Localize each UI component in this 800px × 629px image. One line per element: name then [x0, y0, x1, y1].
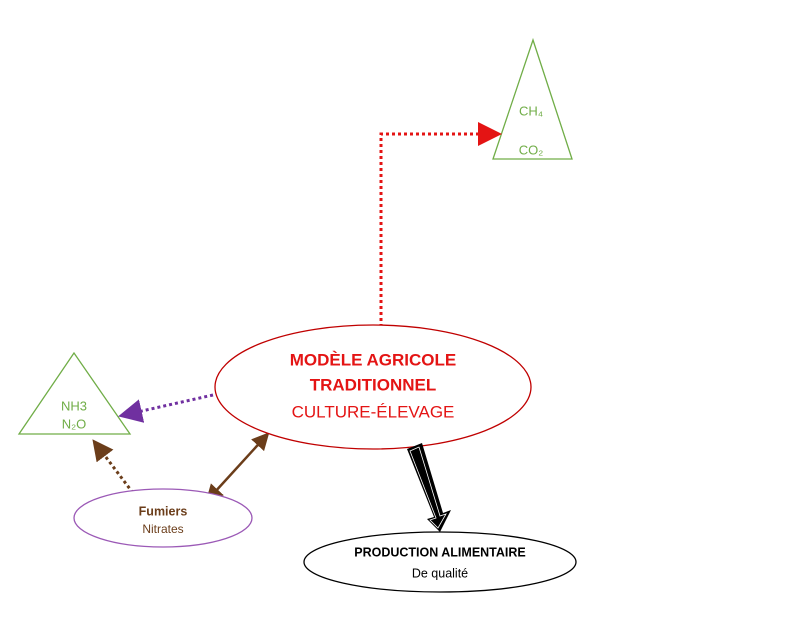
arrow-main-to-ch4-co2 — [379, 122, 502, 327]
arrow-main-to-nh3-n2o — [118, 393, 214, 423]
emission-co2-label: CO₂ — [519, 142, 544, 157]
emission-nh3-label: NH3 — [61, 398, 87, 413]
fumiers-ellipse: Fumiers Nitrates — [73, 488, 253, 548]
main-node-subtitle: CULTURE-ÉLEVAGE — [292, 402, 455, 421]
emission-ch4-label: CH₄ — [519, 103, 543, 118]
arrow-main-to-production — [407, 443, 451, 532]
arrow-fumiers-main-bidirectional — [205, 432, 270, 503]
production-title: PRODUCTION ALIMENTAIRE — [354, 545, 526, 559]
fumiers-title: Fumiers — [139, 504, 188, 518]
main-node-title-line2: TRADITIONNEL — [310, 375, 437, 394]
production-subtitle: De qualité — [412, 566, 468, 580]
main-node-ellipse: MODÈLE AGRICOLE TRADITIONNEL CULTURE-ÉLE… — [214, 324, 532, 450]
emission-n2o-label: N₂O — [62, 416, 87, 431]
fumiers-subtitle: Nitrates — [142, 522, 183, 536]
emissions-triangle-left: NH3 N₂O — [17, 351, 132, 435]
emissions-triangle-top: CH₄ CO₂ — [492, 37, 573, 160]
production-ellipse: PRODUCTION ALIMENTAIRE De qualité — [303, 531, 577, 593]
arrow-fumiers-to-nh3-n2o — [92, 439, 135, 494]
main-node-title-line1: MODÈLE AGRICOLE — [290, 350, 457, 369]
